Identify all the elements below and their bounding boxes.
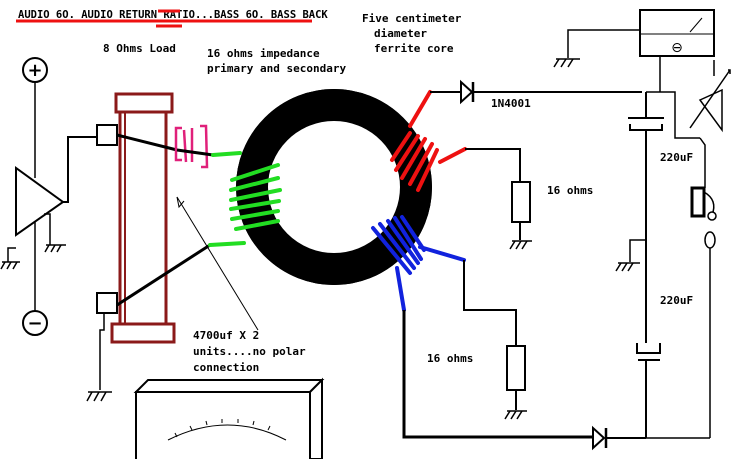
impedance-label-line1: 16 ohms impedance <box>207 47 320 60</box>
caps-label-line2: units....no polar <box>193 345 306 358</box>
cap-to-primary-wire <box>176 148 214 157</box>
cap-pointer-arrowhead <box>176 196 185 209</box>
ground-symbol-resistor-top <box>509 240 532 250</box>
cap-pointer-line <box>176 196 259 331</box>
ground-symbol-meter <box>553 58 580 68</box>
impedance-label-line2: primary and secondary <box>207 62 346 75</box>
meter-bottom <box>133 377 325 459</box>
meter-symbol: ⊖ <box>671 40 683 56</box>
resistor-bottom-label: 16 ohms <box>427 352 473 365</box>
resistor-top-wire <box>465 148 521 182</box>
capacitor-220uf-top <box>628 117 664 131</box>
potentiometer <box>689 60 731 133</box>
meter-top-right: ⊖ <box>639 9 715 57</box>
resistor-bottom-wire <box>463 260 517 346</box>
output-jack <box>690 186 717 221</box>
minus-text: − <box>27 313 42 334</box>
amp-ground-wire <box>44 213 51 245</box>
capacitor-pair <box>174 124 209 169</box>
title-text: AUDIO 6O. AUDIO RETURN RATIO...BASS 6O. … <box>18 9 328 21</box>
load-terminal-top <box>96 124 118 146</box>
diode-bottom <box>592 425 608 451</box>
jack-terminal <box>704 231 716 249</box>
load-to-primary-bottom-wire <box>116 243 211 307</box>
caps-label-line3: connection <box>193 361 259 374</box>
caps-label-line1: 4700uf X 2 <box>193 329 259 342</box>
amp-ground-wire-2 <box>7 247 16 262</box>
diode-top <box>460 79 475 105</box>
resistor-top <box>511 181 531 223</box>
secondary-winding-blue <box>371 215 466 312</box>
capacitor-220uf-bottom <box>636 343 661 361</box>
bottom-return-wire <box>402 310 592 439</box>
secondary-winding-red <box>390 90 467 192</box>
plus-text: + <box>27 60 42 81</box>
resistor-top-label: 16 ohms <box>547 184 593 197</box>
amp-output-wire <box>63 136 97 203</box>
ferrite-core <box>236 89 432 285</box>
diode-label: 1N4001 <box>491 97 531 110</box>
amplifier-triangle <box>15 166 65 237</box>
core-label-line1: Five centimeter <box>362 12 462 25</box>
power-minus-symbol: − <box>22 310 48 336</box>
power-plus-symbol: + <box>22 57 48 83</box>
ground-symbol-load <box>86 391 112 402</box>
ground-symbol-amp <box>44 244 66 253</box>
pot-feed-wire <box>646 91 700 139</box>
ground-symbol-resistor-bottom <box>504 410 527 420</box>
cap-midpoint-ground-wire <box>629 239 646 262</box>
pot-to-switch-wire <box>699 137 706 188</box>
cap-top-label: 220uF <box>660 151 693 164</box>
ground-symbol-amp-2 <box>0 261 20 270</box>
diagram-title: AUDIO 6O. AUDIO RETURN RATIO...BASS 6O. … <box>16 9 328 28</box>
primary-winding <box>208 151 282 247</box>
load-to-cap-wire <box>116 133 178 152</box>
load-resistor <box>110 92 176 344</box>
ground-symbol-cap-mid <box>615 262 640 272</box>
meter-ground-wire <box>567 29 640 58</box>
load-label: 8 Ohms Load <box>103 42 176 55</box>
core-label-line2: diameter <box>374 27 427 40</box>
core-label-line3: ferrite core <box>374 42 454 55</box>
resistor-bottom <box>506 345 526 391</box>
load-terminal-bottom <box>96 292 118 314</box>
cap-bottom-label: 220uF <box>660 294 693 307</box>
load-ground-wire <box>99 313 105 390</box>
